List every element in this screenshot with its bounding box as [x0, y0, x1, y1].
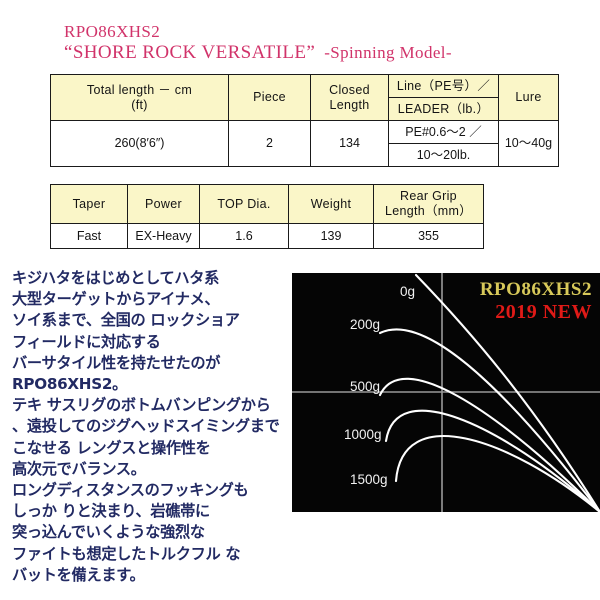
header-taper: Taper [50, 184, 128, 224]
header-weight: Weight [288, 184, 374, 224]
brand-model-label: RPO86XHS2 [479, 279, 592, 300]
value-top-dia: 1.6 [199, 223, 289, 249]
curve-label-500g: 500g [350, 379, 380, 394]
description-line: バットを備えます。 [12, 565, 145, 584]
bend-curve-chart: 0g 200g 500g 1000g 1500g [292, 273, 600, 512]
header-rear-grip-length: Rear Grip Length（mm） [373, 184, 484, 224]
value-rear-grip: 355 [373, 223, 484, 249]
page-title: RPO86XHS2 “SHORE ROCK VERSATILE” -Spinni… [64, 22, 584, 64]
value-line-pe: PE#0.6～2 ／ [388, 120, 499, 144]
bend-curve-1500g [394, 435, 600, 512]
bend-curve-200g [378, 328, 600, 512]
curve-label-1500g: 1500g [350, 472, 388, 487]
description-line: 高次元でバランス。 [12, 459, 146, 478]
description-line: バーサタイル性を持たせたのが [12, 353, 221, 372]
description-line: こなせる レングスと操作性を [12, 438, 211, 457]
header-closed-line2: Length [329, 97, 370, 112]
value-power: EX-Heavy [127, 223, 200, 249]
description-line: テキ サスリグのボトムバンピングから [12, 396, 271, 415]
description-line: RPO86XHS2。 [12, 375, 127, 394]
description-line: フィールドに対応する [12, 332, 161, 351]
table-row-header-main-2: LEADER（lb.） [51, 97, 559, 121]
table-row-header-main: Total length － cm (ft) Piece Closed Leng… [50, 74, 559, 121]
description-line: ロングディスタンスのフッキングも [12, 481, 249, 500]
title-model: RPO86XHS2 [64, 22, 161, 41]
title-tagline: “SHORE ROCK VERSATILE” [64, 42, 316, 63]
description-line: しっか りと決まり、岩礁帯に [12, 502, 210, 521]
description-line: ファイトも想定したトルクフル な [12, 544, 241, 563]
header-lure: Lure [498, 74, 559, 121]
header-total-length-line2: (ft) [131, 97, 148, 112]
value-lure: 10～40g [498, 120, 559, 167]
description-line: 、遠投してのジグヘッドスイミングまで [12, 417, 280, 436]
table-row-header-sub: Taper Power TOP Dia. Weight Rear Grip Le… [50, 184, 484, 224]
header-line-pe: Line（PE号）／ [388, 74, 499, 98]
description-line: 突っ込んでいくような強烈な [12, 523, 205, 542]
chart-gridlines [292, 273, 600, 512]
value-total-length: 260(8′6″) [50, 120, 229, 167]
brand-new-badge: 2019 NEW [495, 301, 592, 323]
table-row-values-main-2: 10～20lb. [51, 143, 559, 167]
curve-label-0g: 0g [400, 284, 415, 299]
description-line: キジハタをはじめとしてハタ系 [12, 269, 220, 287]
description-line: 大型ターゲットからアイナメ、 [12, 290, 220, 309]
description-line: ソイ系まで、全国の ロックショア [12, 311, 240, 330]
bend-curve-1000g [384, 409, 600, 512]
header-power: Power [127, 184, 200, 224]
spec-table-main: Total length － cm (ft) Piece Closed Leng… [50, 74, 559, 167]
value-closed-length: 134 [310, 120, 389, 167]
curve-label-1000g: 1000g [344, 427, 382, 442]
value-weight: 139 [288, 223, 374, 249]
chart-curves [378, 273, 600, 512]
spec-table-sub: Taper Power TOP Dia. Weight Rear Grip Le… [50, 184, 484, 249]
header-total-length-line1: Total length － cm [86, 82, 193, 97]
bend-curve-0g [414, 273, 600, 512]
bend-curve-500g [378, 377, 600, 512]
chart-curve-labels: 0g 200g 500g 1000g 1500g [344, 284, 415, 487]
header-closed-line1: Closed [329, 82, 370, 97]
value-taper: Fast [50, 223, 128, 249]
header-rear-grip-line1: Rear Grip [400, 189, 457, 203]
table-row-values-sub: Fast EX-Heavy 1.6 139 355 [50, 223, 484, 249]
bend-curve-panel: 0g 200g 500g 1000g 1500g RPO86XHS2 2019 NEW [292, 273, 600, 512]
title-subtitle-row: “SHORE ROCK VERSATILE” -Spinning Model- [64, 42, 584, 64]
header-leader: LEADER（lb.） [388, 97, 499, 121]
header-top-dia: TOP Dia. [199, 184, 289, 224]
curve-label-200g: 200g [350, 317, 380, 332]
product-description: キジハタをはじめとしてハタ系大型ターゲットからアイナメ、ソイ系まで、全国の ロッ… [12, 268, 284, 586]
value-leader: 10～20lb. [388, 143, 499, 167]
header-piece: Piece [228, 74, 311, 121]
table-row-values-main: 260(8′6″) 2 134 PE#0.6～2 ／ 10～40g [50, 120, 559, 167]
header-total-length: Total length － cm (ft) [50, 74, 229, 121]
value-piece: 2 [228, 120, 311, 167]
title-model-type: -Spinning Model- [324, 43, 452, 62]
header-closed-length: Closed Length [310, 74, 389, 121]
header-rear-grip-line2: Length（mm） [384, 204, 473, 218]
